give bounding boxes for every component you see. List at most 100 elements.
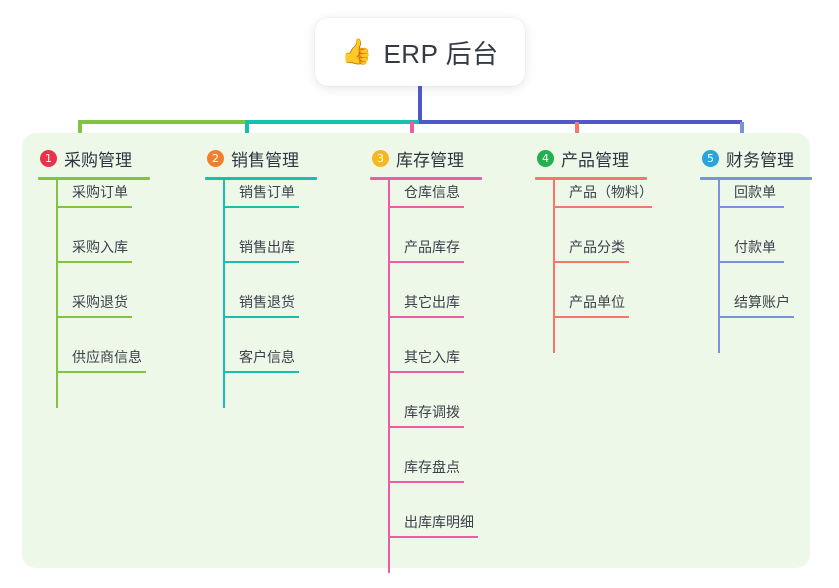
branch-item-rule: [223, 371, 299, 373]
branch-header-rule: [205, 177, 317, 180]
branch-item-label: 结算账户: [734, 294, 790, 310]
branch-spine: [718, 180, 720, 353]
branch-header-4[interactable]: 4 产品管理: [535, 145, 685, 171]
branch-item-rule: [553, 206, 652, 208]
branch-item[interactable]: 销售出库: [223, 237, 299, 263]
branch-item-rule: [56, 371, 146, 373]
branch-item-rule: [718, 206, 784, 208]
branch-title: 财务管理: [726, 150, 794, 170]
branch-item[interactable]: 仓库信息: [388, 182, 464, 208]
branch-number-badge: 5: [702, 149, 719, 167]
branch-item-rule: [223, 261, 299, 263]
branch-item[interactable]: 产品分类: [553, 237, 629, 263]
branch-title: 库存管理: [396, 150, 464, 170]
branch-column-5[interactable]: 5 财务管理回款单付款单结算账户: [700, 145, 839, 353]
branch-item[interactable]: 产品库存: [388, 237, 464, 263]
branch-item-rule: [553, 316, 629, 318]
branch-item-label: 出库库明细: [404, 514, 474, 530]
branch-item-rule: [388, 261, 464, 263]
branch-column-1[interactable]: 1 采购管理采购订单采购入库采购退货供应商信息: [38, 145, 188, 408]
branch-item[interactable]: 出库库明细: [388, 512, 478, 538]
branch-item[interactable]: 客户信息: [223, 347, 299, 373]
thumbs-up-icon: 👍: [341, 37, 373, 66]
branch-item-label: 仓库信息: [404, 184, 460, 200]
branch-item[interactable]: 销售订单: [223, 182, 299, 208]
branch-item[interactable]: 产品（物料）: [553, 182, 653, 208]
branch-item-rule: [223, 206, 299, 208]
branch-item[interactable]: 采购订单: [56, 182, 132, 208]
branch-header-5[interactable]: 5 财务管理: [700, 145, 839, 171]
branch-item[interactable]: 销售退货: [223, 292, 299, 318]
branch-title: 产品管理: [561, 150, 629, 170]
branch-item-rule: [388, 426, 464, 428]
branch-header-3[interactable]: 3 库存管理: [370, 145, 520, 171]
branch-item[interactable]: 采购退货: [56, 292, 132, 318]
branch-item-label: 采购订单: [72, 184, 128, 200]
bus-segment-1: [78, 120, 246, 124]
branch-item-label: 付款单: [734, 239, 776, 255]
branch-item[interactable]: 库存调拨: [388, 402, 464, 428]
branch-item-rule: [56, 206, 132, 208]
branch-number-badge: 2: [207, 149, 224, 167]
root-node-card[interactable]: 👍 ERP 后台: [315, 18, 525, 86]
branch-item-label: 产品单位: [569, 294, 625, 310]
root-node-title: ERP 后台: [383, 38, 499, 69]
branch-title: 销售管理: [231, 150, 299, 170]
branch-item[interactable]: 结算账户: [718, 292, 794, 318]
branch-item-label: 销售出库: [239, 239, 295, 255]
branch-item[interactable]: 库存盘点: [388, 457, 464, 483]
branch-number-badge: 3: [372, 149, 389, 167]
branch-item-label: 库存盘点: [404, 459, 460, 475]
branch-item-rule: [718, 316, 794, 318]
bus-segment-2: [245, 120, 421, 124]
branch-item-rule: [718, 261, 784, 263]
branch-item-label: 回款单: [734, 184, 776, 200]
branch-item-label: 销售退货: [239, 294, 295, 310]
branch-spine: [553, 180, 555, 353]
branch-header-rule: [370, 177, 482, 180]
branch-item-rule: [388, 371, 464, 373]
bus-segment-3: [419, 120, 742, 124]
branch-item-rule: [223, 316, 299, 318]
branch-column-2[interactable]: 2 销售管理销售订单销售出库销售退货客户信息: [205, 145, 355, 408]
branch-item-rule: [388, 481, 464, 483]
branch-item-label: 客户信息: [239, 349, 295, 365]
branch-item-label: 销售订单: [239, 184, 295, 200]
branch-header-rule: [700, 177, 812, 180]
branch-item-label: 库存调拨: [404, 404, 460, 420]
branch-item[interactable]: 采购入库: [56, 237, 132, 263]
branch-number-badge: 4: [537, 149, 554, 167]
branch-item[interactable]: 产品单位: [553, 292, 629, 318]
branch-spine: [223, 180, 225, 408]
branch-item[interactable]: 其它入库: [388, 347, 464, 373]
branch-item-rule: [388, 316, 464, 318]
branch-item[interactable]: 供应商信息: [56, 347, 146, 373]
branch-item-label: 其它出库: [404, 294, 460, 310]
root-stem-connector: [418, 86, 422, 122]
branch-item[interactable]: 回款单: [718, 182, 784, 208]
branch-spine: [56, 180, 58, 408]
branch-item-rule: [553, 261, 629, 263]
branch-number-badge: 1: [40, 149, 57, 167]
branch-item-label: 供应商信息: [72, 349, 142, 365]
branch-header-1[interactable]: 1 采购管理: [38, 145, 188, 171]
branch-item-label: 产品分类: [569, 239, 625, 255]
branch-item-rule: [388, 536, 478, 538]
branch-item-rule: [388, 206, 464, 208]
branch-item-label: 采购入库: [72, 239, 128, 255]
branch-item-rule: [56, 316, 132, 318]
branch-title: 采购管理: [64, 150, 132, 170]
branch-column-3[interactable]: 3 库存管理仓库信息产品库存其它出库其它入库库存调拨库存盘点出库库明细: [370, 145, 520, 573]
branch-item-label: 采购退货: [72, 294, 128, 310]
branch-header-2[interactable]: 2 销售管理: [205, 145, 355, 171]
branch-item-label: 产品库存: [404, 239, 460, 255]
root-node-content: 👍 ERP 后台: [341, 34, 498, 71]
branch-column-4[interactable]: 4 产品管理产品（物料） 产品分类产品单位: [535, 145, 685, 353]
branch-item[interactable]: 付款单: [718, 237, 784, 263]
branch-item-label: 产品（物料）: [569, 184, 653, 200]
branch-item[interactable]: 其它出库: [388, 292, 464, 318]
branch-header-rule: [38, 177, 150, 180]
branch-header-rule: [535, 177, 647, 180]
branch-item-rule: [56, 261, 132, 263]
